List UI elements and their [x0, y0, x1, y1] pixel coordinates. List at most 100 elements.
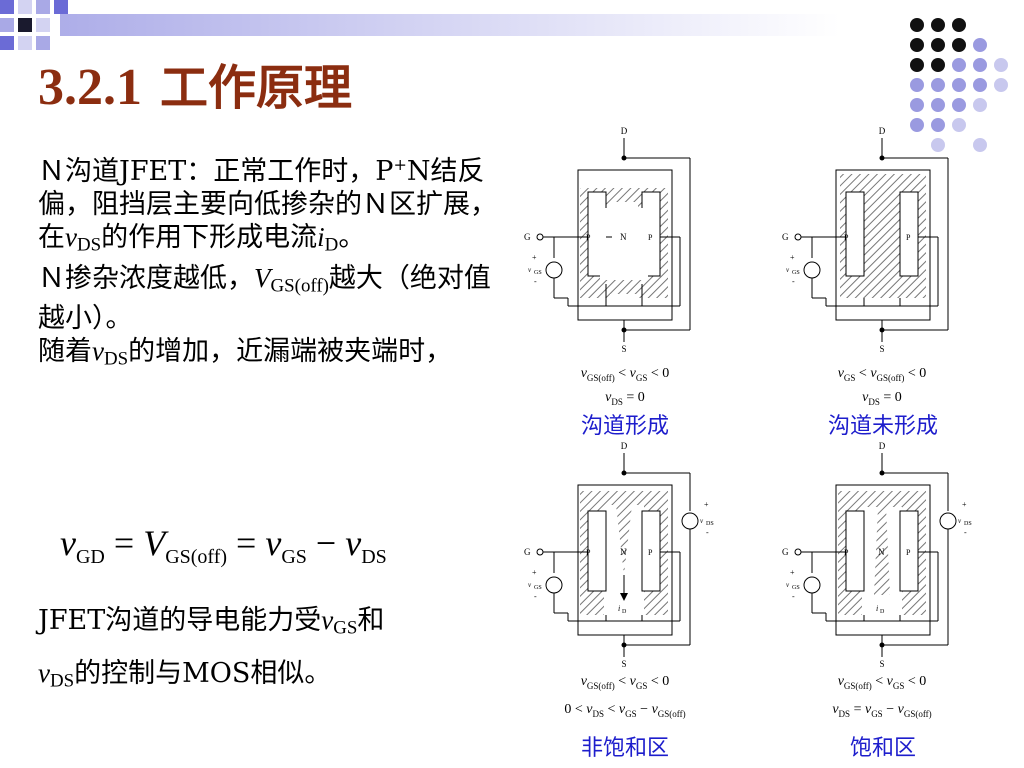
- math-op: =: [227, 523, 266, 563]
- label-n-region: N: [620, 547, 627, 557]
- text-span: Ｎ掺杂浓度越低，: [38, 262, 254, 294]
- paragraph-3: 随着vDS的增加，近漏端被夹端时，: [38, 335, 508, 376]
- label-gate: G: [524, 232, 531, 242]
- text-span: 。: [338, 222, 366, 253]
- text-span: Ｎ沟道JFET：正常工作时，P: [38, 156, 394, 187]
- label-plus: +: [532, 253, 537, 262]
- label-drain: D: [879, 126, 886, 136]
- label-id-sub: D: [622, 609, 627, 615]
- label-p-region: P: [648, 548, 653, 557]
- label-vds: v: [958, 517, 962, 525]
- text-span: 随着: [38, 336, 92, 368]
- label-vds: v: [700, 517, 704, 525]
- label-plus: +: [704, 500, 709, 509]
- math-sub: DS: [49, 670, 75, 692]
- label-source: S: [621, 344, 626, 354]
- math-var: V: [254, 262, 271, 293]
- jfet-diagram-channel-not-formed: D S G P P + v GS -: [782, 126, 949, 354]
- label-gate: G: [782, 232, 789, 242]
- text-span: 和: [357, 605, 385, 636]
- text-span: N结反偏，阻挡层主要向低掺杂的Ｎ区扩展，在: [38, 156, 497, 253]
- label-plus: +: [962, 500, 967, 509]
- label-drain: D: [621, 441, 628, 451]
- label-p-region: P: [906, 233, 911, 242]
- label-plus: +: [790, 568, 795, 577]
- label-p-region: P: [586, 548, 591, 557]
- title-text: 工作原理: [160, 60, 353, 116]
- math-sub: DS: [76, 234, 102, 256]
- decor-dots: [910, 18, 1008, 152]
- math-var: i: [317, 222, 325, 252]
- page-title: 3.2.1 工作原理: [38, 48, 352, 118]
- label-drain: D: [621, 126, 628, 136]
- condition-d4-line1: vGS(off) < vGS < 0: [837, 674, 927, 691]
- condition-d1-line2: vDS = 0: [605, 390, 645, 407]
- label-p-region: P: [648, 233, 653, 242]
- label-vgs-sub: GS: [534, 270, 542, 276]
- math-sub: DS: [361, 546, 387, 569]
- jfet-diagram-saturation: D S G P P N i D + v GS - + v DS -: [782, 441, 972, 669]
- math-sub: GS(off): [165, 546, 228, 569]
- label-vgs-sub: GS: [792, 270, 800, 276]
- text-span: 的控制与MOS相似。: [74, 657, 332, 689]
- label-minus: -: [534, 277, 537, 286]
- text-span: 的增加，近漏端被夹端时，: [128, 336, 453, 368]
- label-source: S: [879, 659, 884, 669]
- condition-d2-line2: vDS = 0: [862, 390, 902, 407]
- label-plus: +: [790, 253, 795, 262]
- superscript: +: [393, 155, 407, 174]
- label-p-region: P: [844, 233, 849, 242]
- label-vgs-sub: GS: [792, 585, 800, 591]
- label-vds-sub: DS: [964, 521, 972, 527]
- caption-channel-not-formed: 沟道未形成: [827, 414, 938, 439]
- label-id: i: [876, 604, 878, 613]
- label-plus: +: [532, 568, 537, 577]
- math-var: v: [321, 605, 334, 635]
- math-sub: DS: [103, 349, 129, 371]
- math-var: V: [143, 523, 166, 563]
- label-n-region: N: [878, 547, 885, 557]
- condition-d4-line2: vDS = vGS − vGS(off): [832, 702, 932, 719]
- label-vgs: v: [786, 581, 790, 589]
- header-gradient-bar: [60, 14, 840, 36]
- label-drain: D: [879, 441, 886, 451]
- equation-vgd: vGD = VGS(off) = vGS − vDS: [60, 522, 387, 569]
- label-vds-sub: DS: [706, 521, 714, 527]
- label-source: S: [879, 344, 884, 354]
- text-span: 越大（绝对值越小）。: [38, 262, 491, 335]
- summary-text: JFET沟道的导电能力受vGS和 vDS的控制与MOS相似。: [38, 598, 508, 703]
- body-text: Ｎ沟道JFET：正常工作时，P+N结反偏，阻挡层主要向低掺杂的Ｎ区扩展，在vDS…: [38, 148, 508, 376]
- label-vgs: v: [528, 581, 532, 589]
- math-sub: GS(off): [270, 275, 329, 297]
- math-sub: D: [324, 234, 339, 256]
- condition-d3-line1: vGS(off) < vGS < 0: [580, 674, 670, 691]
- label-minus: -: [706, 528, 709, 537]
- label-source: S: [621, 659, 626, 669]
- label-minus: -: [534, 592, 537, 601]
- math-op: =: [104, 523, 144, 563]
- math-sub: GD: [75, 546, 105, 569]
- label-vgs-sub: GS: [534, 585, 542, 591]
- label-minus: -: [792, 592, 795, 601]
- jfet-diagram-channel-formed: D S G P P N + v GS -: [524, 126, 691, 354]
- text-span: 的作用下形成电流: [101, 222, 318, 253]
- caption-channel-formed: 沟道形成: [580, 414, 669, 439]
- decor-squares: [0, 0, 68, 50]
- math-var: v: [345, 523, 362, 563]
- math-var: v: [38, 657, 50, 688]
- label-id-sub: D: [880, 609, 885, 615]
- math-sub: GS: [333, 617, 358, 639]
- text-span: JFET沟道的导电能力受: [38, 605, 322, 636]
- label-gate: G: [524, 547, 531, 557]
- label-minus: -: [964, 528, 967, 537]
- title-number: 3.2.1: [38, 59, 142, 116]
- paragraph-1: Ｎ沟道JFET：正常工作时，P+N结反偏，阻挡层主要向低掺杂的Ｎ区扩展，在vDS…: [38, 148, 508, 262]
- math-op: −: [306, 523, 346, 563]
- math-sub: GS: [281, 546, 307, 569]
- label-vgs: v: [786, 266, 790, 274]
- label-n-region: N: [620, 232, 627, 242]
- math-var: v: [60, 523, 76, 563]
- label-gate: G: [782, 547, 789, 557]
- label-minus: -: [792, 277, 795, 286]
- label-p-region: P: [906, 548, 911, 557]
